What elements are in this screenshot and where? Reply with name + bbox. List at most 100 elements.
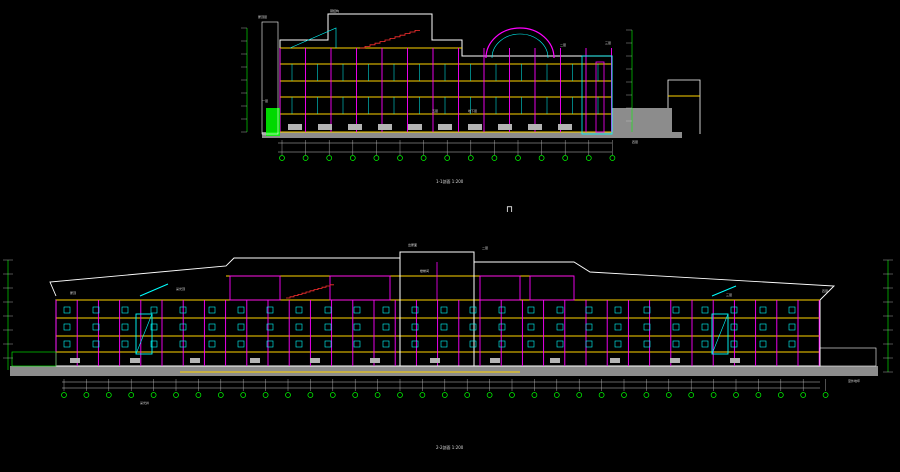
section-tag: 二层 [482,245,488,250]
upper-section-caption: 1-1剖面 1:200 [436,178,464,184]
window-opening [63,340,71,348]
building-outline [279,13,613,132]
window-opening [498,323,506,331]
grid-axis-bubble [621,392,627,398]
ground-band [10,366,878,376]
window-opening [440,340,448,348]
furniture-block [190,358,200,363]
window-opening [527,323,535,331]
window-opening [237,340,245,348]
grid-axis-bubble [733,392,739,398]
window-opening [179,323,187,331]
grid-axis-bubble [150,392,157,398]
window-opening [266,323,274,331]
window-opening [614,306,622,314]
section-tag: 屋顶层 [258,14,267,19]
window-opening [63,323,71,331]
window-opening [121,323,129,331]
window-opening [92,323,100,331]
window-opening [469,340,477,348]
window-opening [440,323,448,331]
window-opening [150,306,158,314]
section-tag: 屋顶 [70,290,76,295]
window-opening [614,340,622,348]
furniture-block [558,124,572,130]
escalator-line [711,313,729,355]
window-opening [92,340,100,348]
stair-zigzag [286,284,334,299]
window-opening [237,323,245,331]
window-opening [527,306,535,314]
center-mark: ⊓ [506,205,513,215]
grid-axis-bubble [326,155,333,161]
window-opening [324,306,332,314]
window-opening [150,340,158,348]
grid-axis-bubble [800,392,807,398]
grid-axis-bubble [61,392,67,398]
grid-axis-bubble [755,392,762,398]
window-opening [498,306,506,314]
window-opening [556,323,564,331]
atrium-frame [135,313,153,355]
window-opening [643,323,651,331]
grid-axis-bubble [83,392,90,398]
window-opening [295,323,303,331]
window-opening [730,340,738,348]
grid-axis-bubble [538,155,545,161]
window-opening [788,323,796,331]
window-opening [266,306,274,314]
window-opening [411,306,419,314]
grid-axis-bubble [688,392,695,398]
furniture-block [468,124,482,130]
window-opening [208,306,216,314]
window-opening [382,340,390,348]
window-opening [701,306,709,314]
grid-axis-bubble [352,392,359,398]
window-opening [759,323,767,331]
grid-axis-bubble [777,392,784,398]
window-opening [92,306,100,314]
grid-axis-bubble [553,392,560,398]
window-opening [295,306,303,314]
furniture-block [318,124,332,130]
grid-axis-bubble [486,392,493,398]
grid-axis-bubble [420,155,427,161]
stage-tower [581,55,613,135]
window-opening [63,306,71,314]
window-opening [672,340,680,348]
window-opening [701,340,709,348]
window-opening [585,340,593,348]
window-opening [730,306,738,314]
window-opening [701,323,709,331]
window-opening [527,340,535,348]
upper-room-box [479,275,521,301]
grid-axis-bubble [609,155,616,161]
dome-inner-arc [491,33,549,59]
window-opening [324,323,332,331]
furniture-block [250,358,260,363]
side-ground-block [612,108,672,134]
grid-axis-bubble [444,155,451,161]
window-opening [614,323,622,331]
window-opening [788,340,796,348]
atrium-frame [711,313,729,355]
section-tag: 采光井 [140,400,149,405]
grid-axis-bubble [329,392,336,398]
right-annex-outline [667,79,701,134]
window-opening [179,306,187,314]
window-opening [324,340,332,348]
shaft-box [595,61,605,133]
grid-axis-bubble [397,155,403,161]
section-tag: 四层 [632,139,638,144]
window-opening [585,323,593,331]
grid-axis-bubble [373,155,380,161]
section-tag: 五层 [432,108,438,113]
grid-axis-bubble [128,392,135,398]
window-opening [469,323,477,331]
window-opening [469,306,477,314]
grid-axis-bubble [441,392,448,398]
furniture-block [670,358,680,363]
grid-axis-bubble [710,392,717,398]
upper-room-box [529,275,575,301]
